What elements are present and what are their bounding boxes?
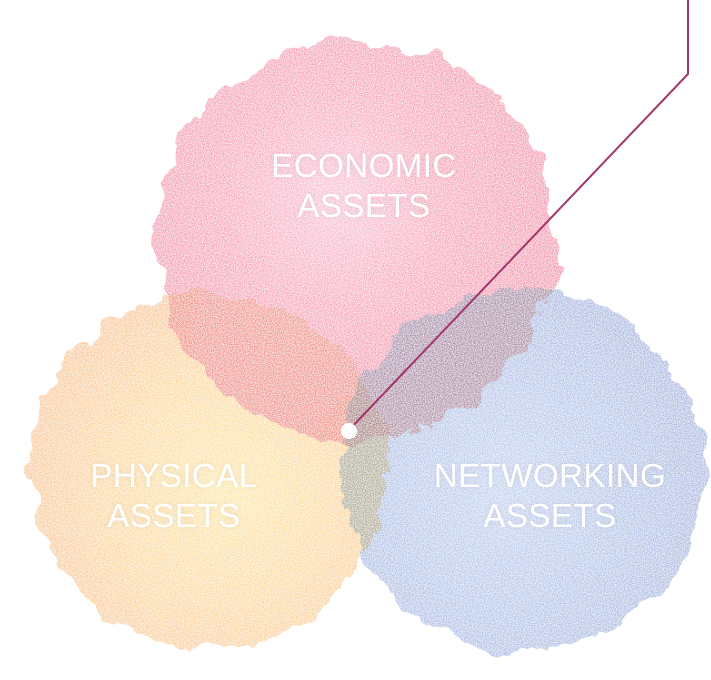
- physical-label-line1: PHYSICAL: [90, 457, 258, 494]
- economic-label-line1: ECONOMIC: [271, 147, 457, 184]
- physical-circle: [30, 292, 386, 648]
- physical-label-line2: ASSETS: [107, 497, 241, 534]
- networking-circle: [340, 288, 704, 652]
- networking-label-line1: NETWORKING: [433, 457, 667, 494]
- physical-assets-label: PHYSICAL ASSETS: [34, 456, 314, 536]
- economic-label-line2: ASSETS: [297, 187, 431, 224]
- pointer-line: [348, 0, 689, 431]
- pointer-dot: [341, 423, 357, 439]
- networking-assets-label: NETWORKING ASSETS: [400, 456, 700, 536]
- economic-assets-label: ECONOMIC ASSETS: [214, 146, 514, 226]
- networking-label-line2: ASSETS: [483, 497, 617, 534]
